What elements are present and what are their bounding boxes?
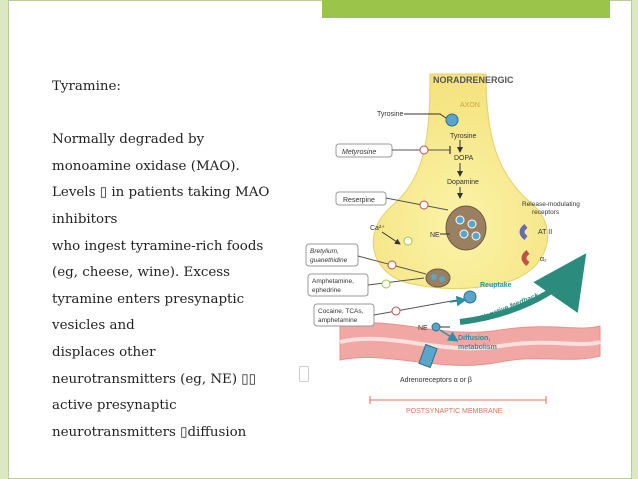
dopamine-label: Dopamine [447,179,479,186]
tyrosine-inner-label: Tyrosine [450,133,477,140]
reserpine-label: Reserpine [343,197,375,204]
release-vesicle [425,268,451,288]
tyrosine-transporter [445,113,459,127]
text-line: neurotransmitters (eg, NE) ▯▯ [52,371,257,387]
bretylium-label-1: Bretylium, [310,248,339,255]
reuptake-label: Reuptake [480,282,512,289]
noradrenergic-diagram: NORADRENERGIC AXON Tyrosine Tyrosine DOP… [305,73,601,415]
negative-feedback-label: Negative feedback [480,292,541,322]
body-text: Tyramine: Normally degraded by monoamine… [52,74,302,446]
diagram-title: NORADRENERGIC [433,75,514,85]
drag-handle [299,366,309,382]
text-line: vesicles and [52,318,135,334]
adrenoreceptor [418,343,438,369]
text-line: Tyramine: [52,79,121,94]
metyrosine-label: Metyrosine [342,149,376,156]
alpha2-label: α₂ [540,256,547,263]
reuptake-transporter [463,290,477,304]
calcium-label: Ca²⁺ [370,225,385,232]
amphetamine-label-2: ephedrine [312,287,341,294]
bretylium-box [305,243,359,267]
text-line: Levels ▯ in patients taking MAO [52,185,270,201]
minus-marker [419,145,429,155]
diffusion-label-1: Diffusion, [458,335,490,342]
text-line: tyramine enters presynaptic [52,291,245,307]
cocaine-label-1: Cocaine, TCAs, [318,308,364,315]
bretylium-label-2: guanethidine [310,257,348,264]
tyrosine-outer-label: Tyrosine [377,111,404,118]
text-line [52,101,302,128]
release-label-2: receptors [532,209,560,216]
accent-bar [322,0,610,18]
at2-label: AT II [538,229,552,236]
diffusion-label-2: metabolism [458,344,497,351]
cocaine-label-2: amphetamine [318,317,358,324]
vesicle [445,205,487,251]
release-label-1: Release-modulating [522,201,580,208]
axon-label: AXON [460,102,480,109]
postsynaptic-label: POSTSYNAPTIC MEMBRANE [406,408,503,415]
text-line: neurotransmitters ▯diffusion [52,424,247,440]
dopa-label: DOPA [454,155,474,162]
text-line: displaces other [52,344,156,360]
at2-receptor [519,224,528,240]
ne-vesicle-label: NE [430,232,440,239]
text-line: Normally degraded by [52,132,205,148]
adrenoreceptors-label: Adrenoreceptors α or β [400,377,472,384]
text-line: active presynaptic [52,398,177,414]
text-line: monoamine oxidase (MAO). [52,158,240,174]
axon-terminal [372,73,549,289]
text-line: inhibitors [52,211,118,227]
text-line: (eg, cheese, wine). Excess [52,265,231,281]
alpha2-receptor [521,250,530,266]
amphetamine-label-1: Amphetamine, [312,278,354,285]
text-line: who ingest tyramine-rich foods [52,238,264,254]
ne-outside-label: NE [418,325,428,332]
